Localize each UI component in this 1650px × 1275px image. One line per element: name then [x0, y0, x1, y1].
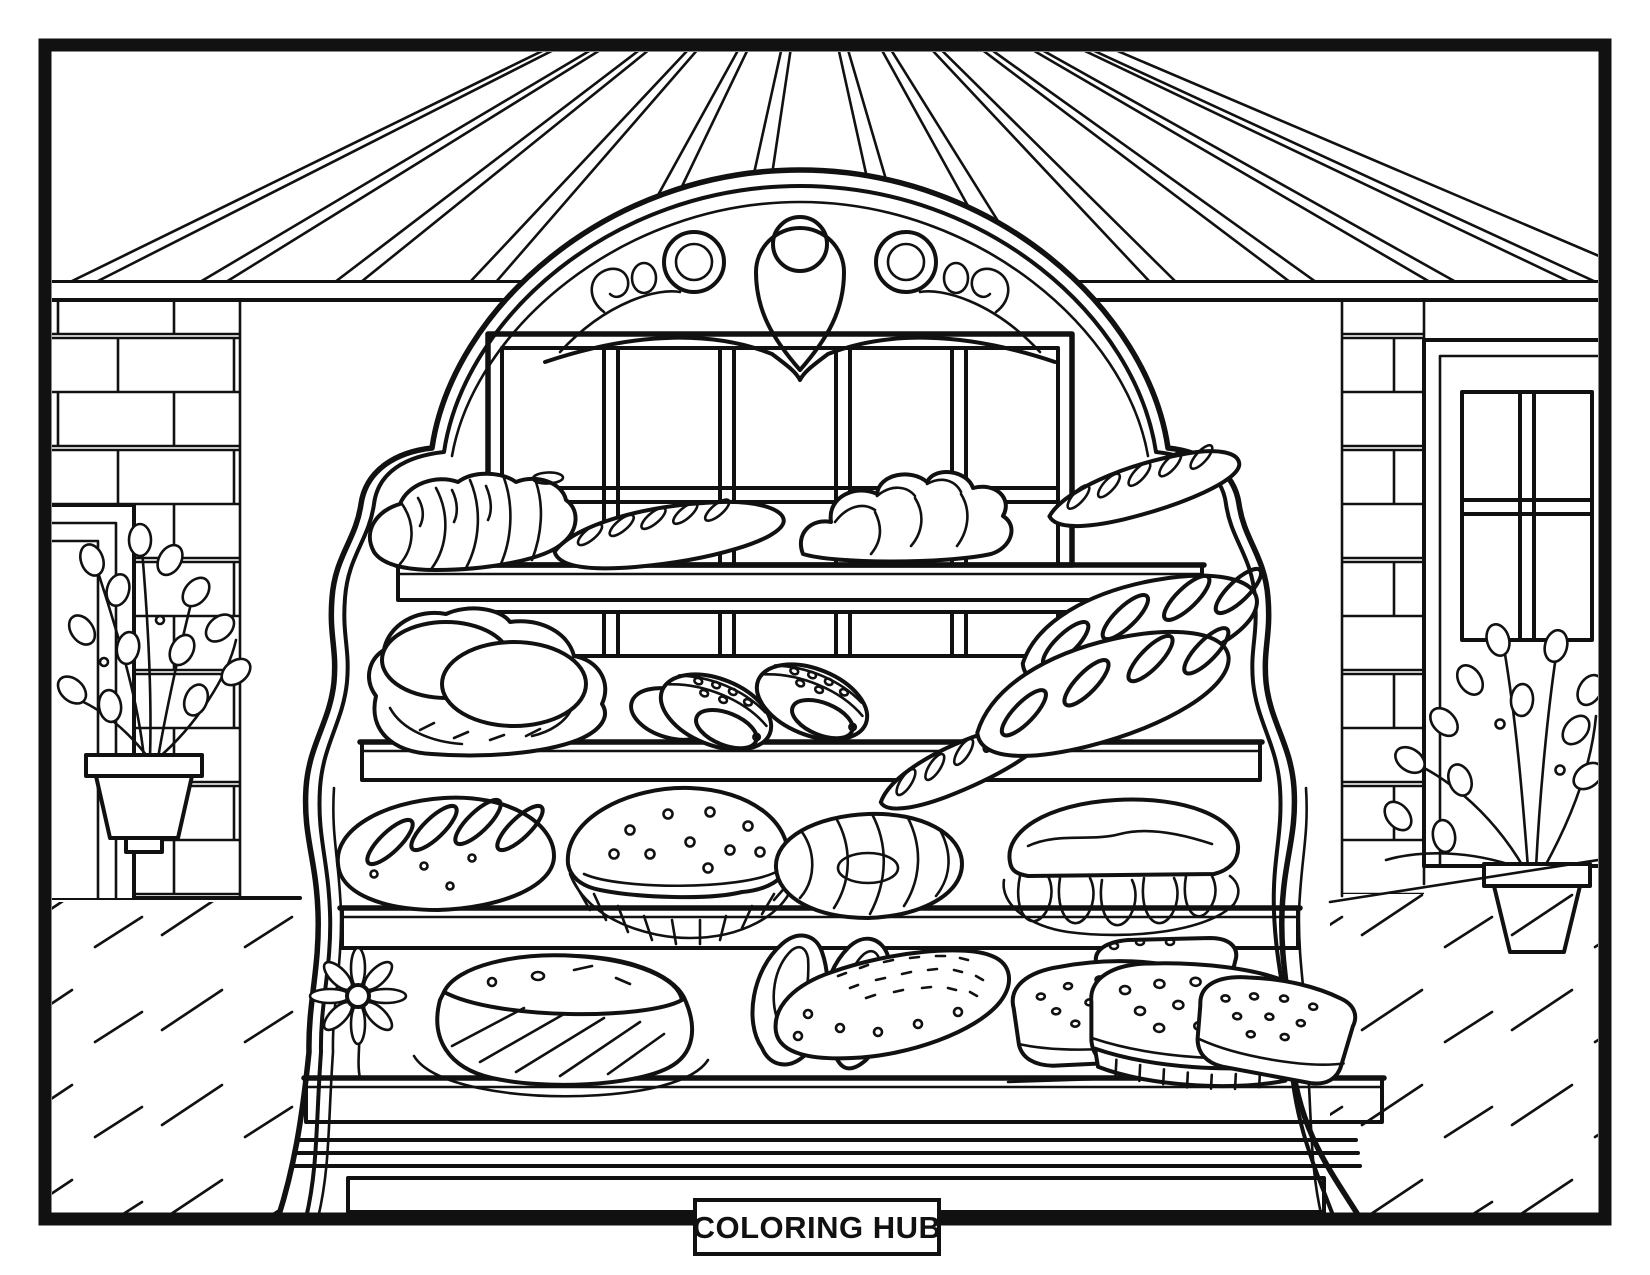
stacked-buns: [367, 606, 608, 758]
baguette-pair: [975, 560, 1269, 758]
bread-bowl-on-plate: [412, 953, 710, 1098]
daisy-flower: [308, 946, 408, 1080]
left-plant-pot: [84, 753, 204, 854]
branding-label-box: COLORING HUB: [693, 1198, 942, 1256]
branding-label: COLORING HUB: [693, 1210, 942, 1245]
right-brick-column: [1340, 300, 1426, 898]
hatched-floor: [52, 858, 1598, 1214]
shelf-1-board: [393, 562, 1207, 602]
seeded-toast-slices: [1006, 936, 1358, 1091]
left-brick-wall: [52, 300, 302, 900]
filled-seeded-rolls: [629, 647, 881, 767]
left-potted-plant: [52, 522, 257, 854]
ceiling-beams: [52, 52, 1598, 283]
bread-display-cabinet: [275, 167, 1387, 1218]
slashed-baguette: [531, 470, 786, 571]
scalloped-brioche: [1002, 797, 1241, 937]
oval-slashed-loaf: [335, 791, 556, 912]
braided-wreath: [773, 811, 964, 920]
braided-challah: [799, 469, 1014, 564]
baguette: [1047, 440, 1242, 529]
seeded-baguette: [773, 948, 1012, 1061]
